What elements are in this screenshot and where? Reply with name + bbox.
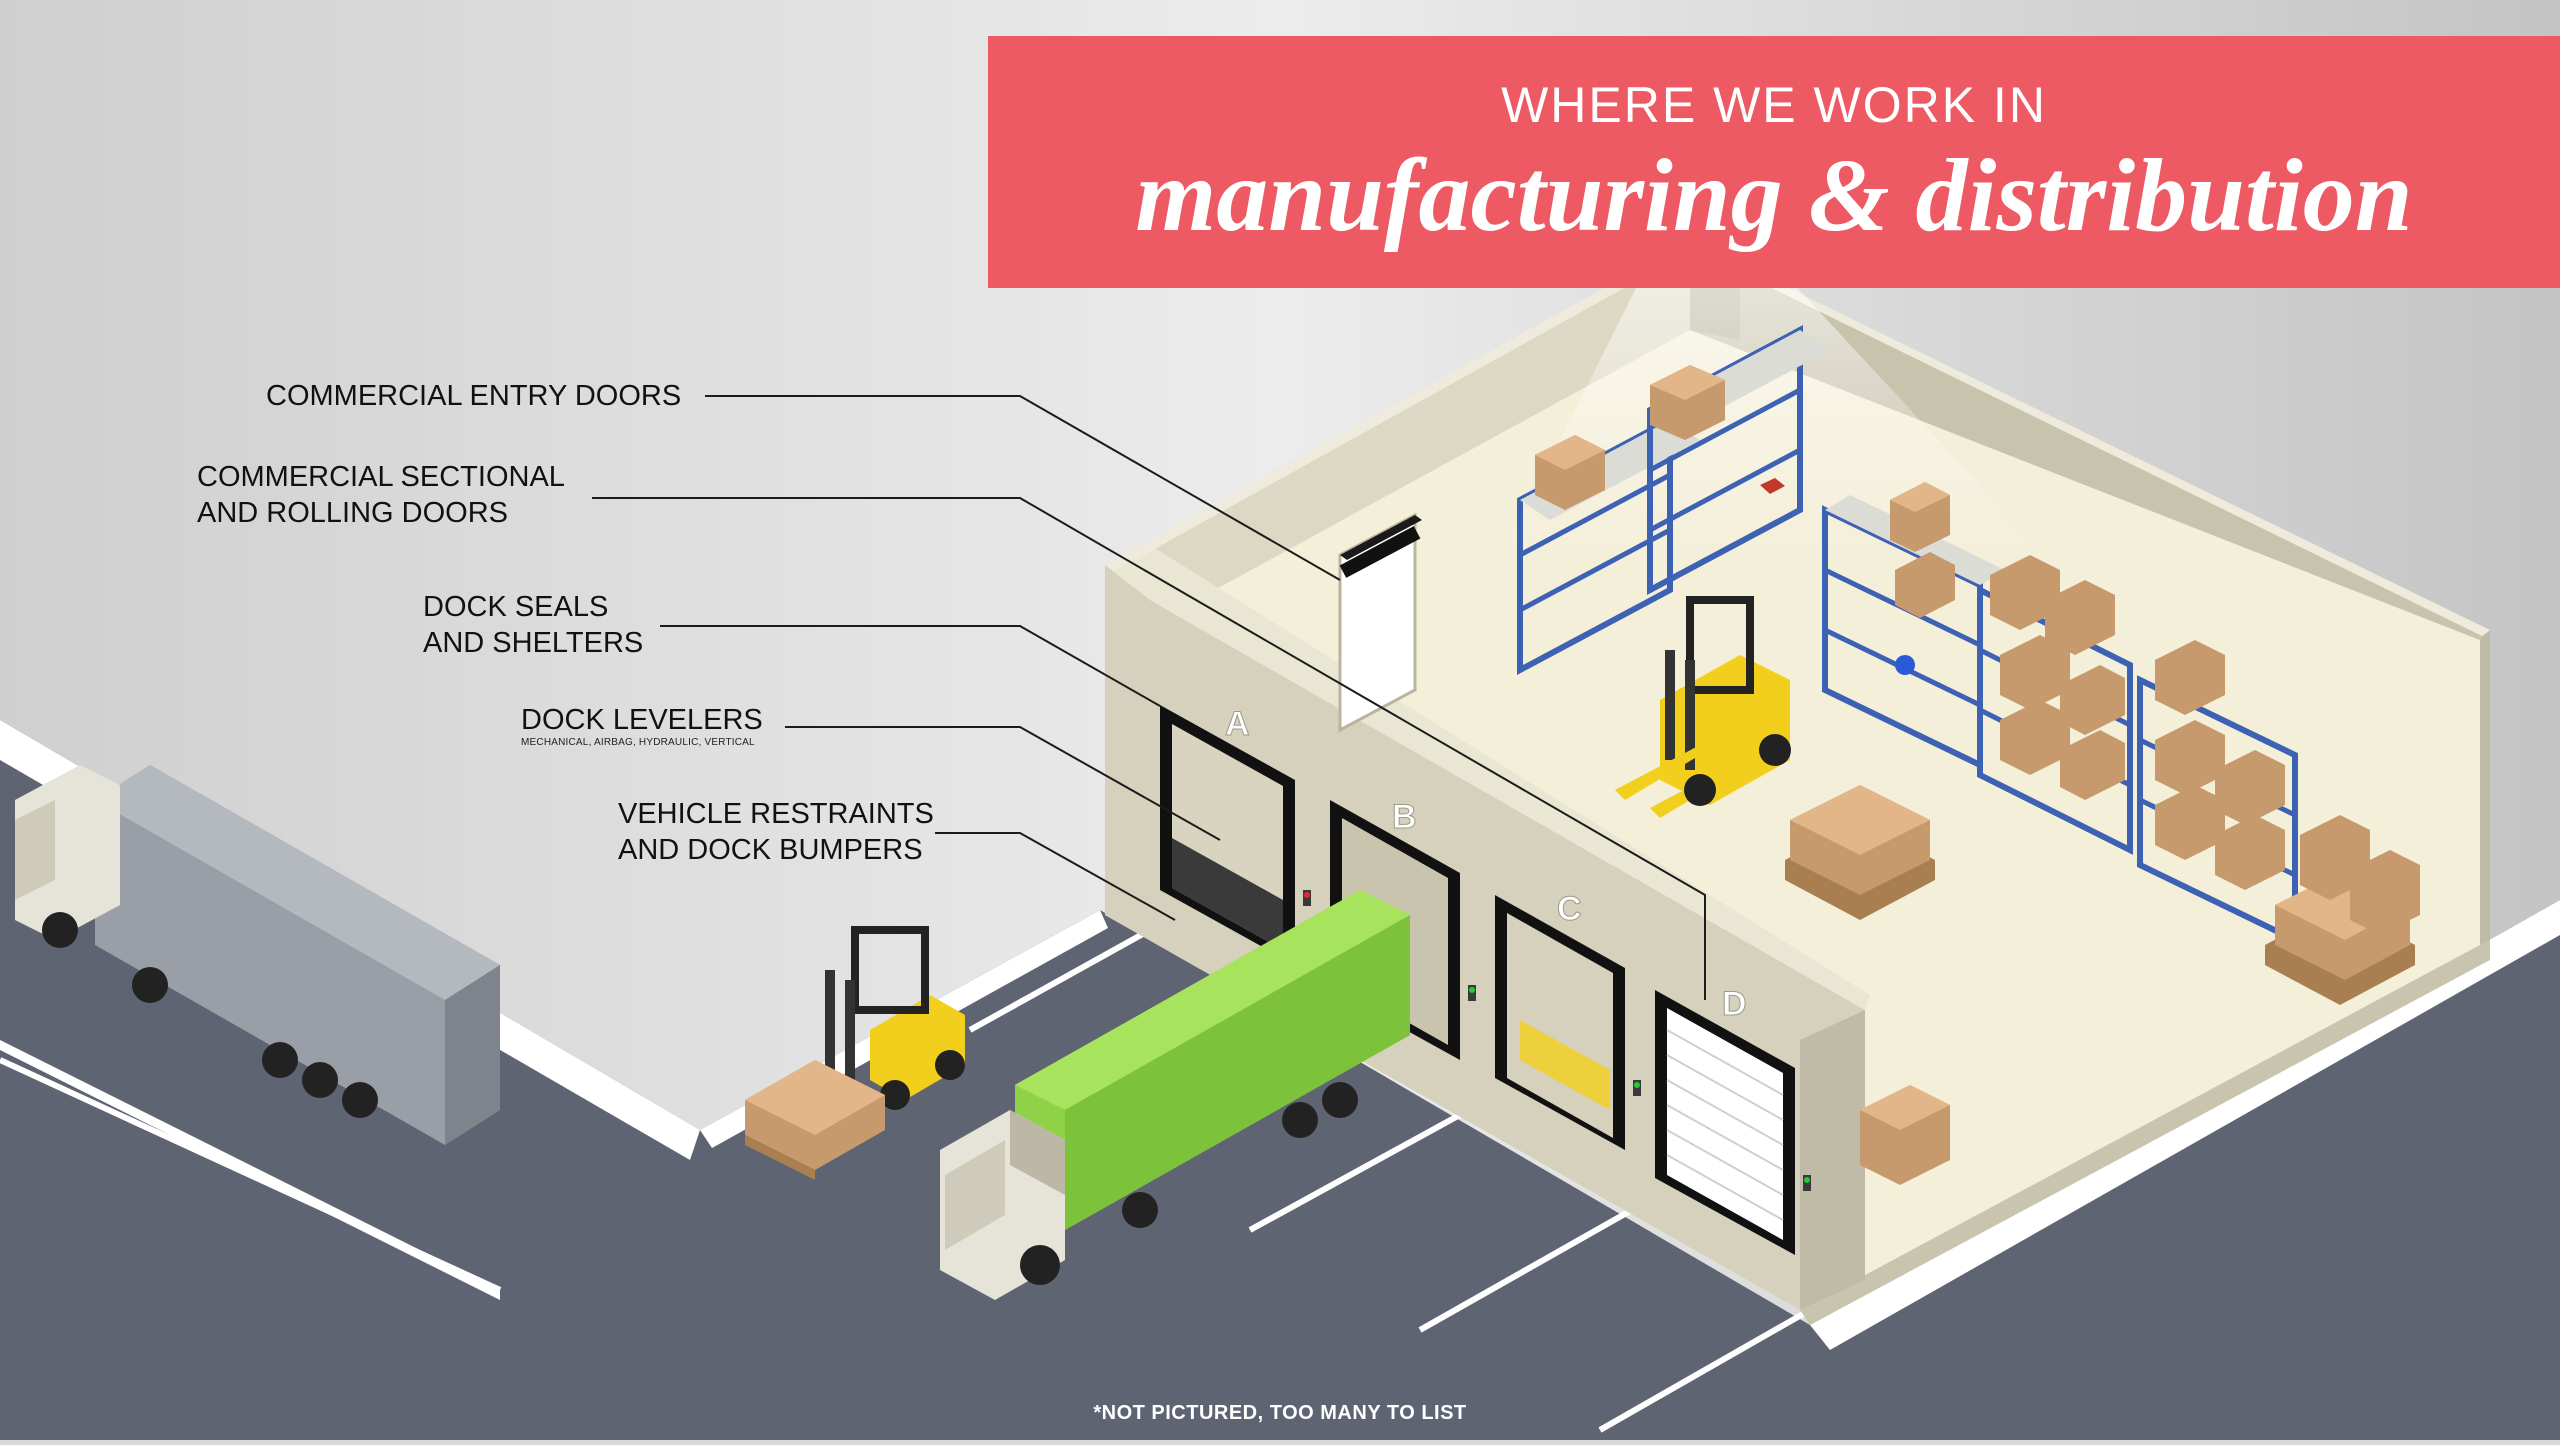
- callout-dock-levelers: DOCK LEVELERS: [521, 704, 763, 736]
- dock-door-d: D: [1655, 985, 1795, 1255]
- leader-dock-levelers: [785, 726, 1221, 841]
- footnote: *NOT PICTURED, TOO MANY TO LIST: [1093, 1402, 1467, 1424]
- banner-line-1: WHERE WE WORK IN: [1501, 77, 2047, 133]
- leader-entry-doors: [705, 395, 1341, 581]
- green-truck: [940, 890, 1410, 1300]
- entry-door: [1338, 512, 1422, 733]
- floor-pallets: [1785, 785, 2420, 1185]
- dock-signal-lights: [1303, 890, 1811, 1191]
- leader-sectional-doors: [592, 497, 1706, 1000]
- leader-vehicle-restraints: [935, 832, 1176, 921]
- callout-dock-seals: DOCK SEALS AND SHELTERS: [423, 591, 644, 659]
- forklift-outdoor: [745, 926, 965, 1180]
- forklift-indoor: [1615, 596, 1791, 818]
- dock-door-c: C: [1495, 890, 1625, 1150]
- banner-line-2: manufacturing & distribution: [1135, 138, 2413, 253]
- callout-sectional-doors: COMMERCIAL SECTIONAL AND ROLLING DOORS: [197, 461, 565, 529]
- callout-lines: [592, 395, 1706, 1000]
- dock-letter-b: B: [1392, 798, 1417, 836]
- dock-letter-d: D: [1722, 985, 1747, 1023]
- dock-letter-a: A: [1225, 705, 1250, 743]
- callout-vehicle-restraints: VEHICLE RESTRAINTS AND DOCK BUMPERS: [618, 798, 934, 866]
- callout-dock-levelers-types: MECHANICAL, AIRBAG, HYDRAULIC, VERTICAL: [521, 737, 755, 748]
- title-banner: WHERE WE WORK IN manufacturing & distrib…: [988, 36, 2560, 288]
- storage-racks: [1517, 325, 2298, 945]
- dock-letter-c: C: [1557, 890, 1582, 928]
- callout-entry-doors: COMMERCIAL ENTRY DOORS: [266, 380, 682, 412]
- dock-door-a: A: [1160, 705, 1295, 965]
- grey-truck: [15, 765, 500, 1145]
- leader-dock-seals: [660, 625, 1161, 707]
